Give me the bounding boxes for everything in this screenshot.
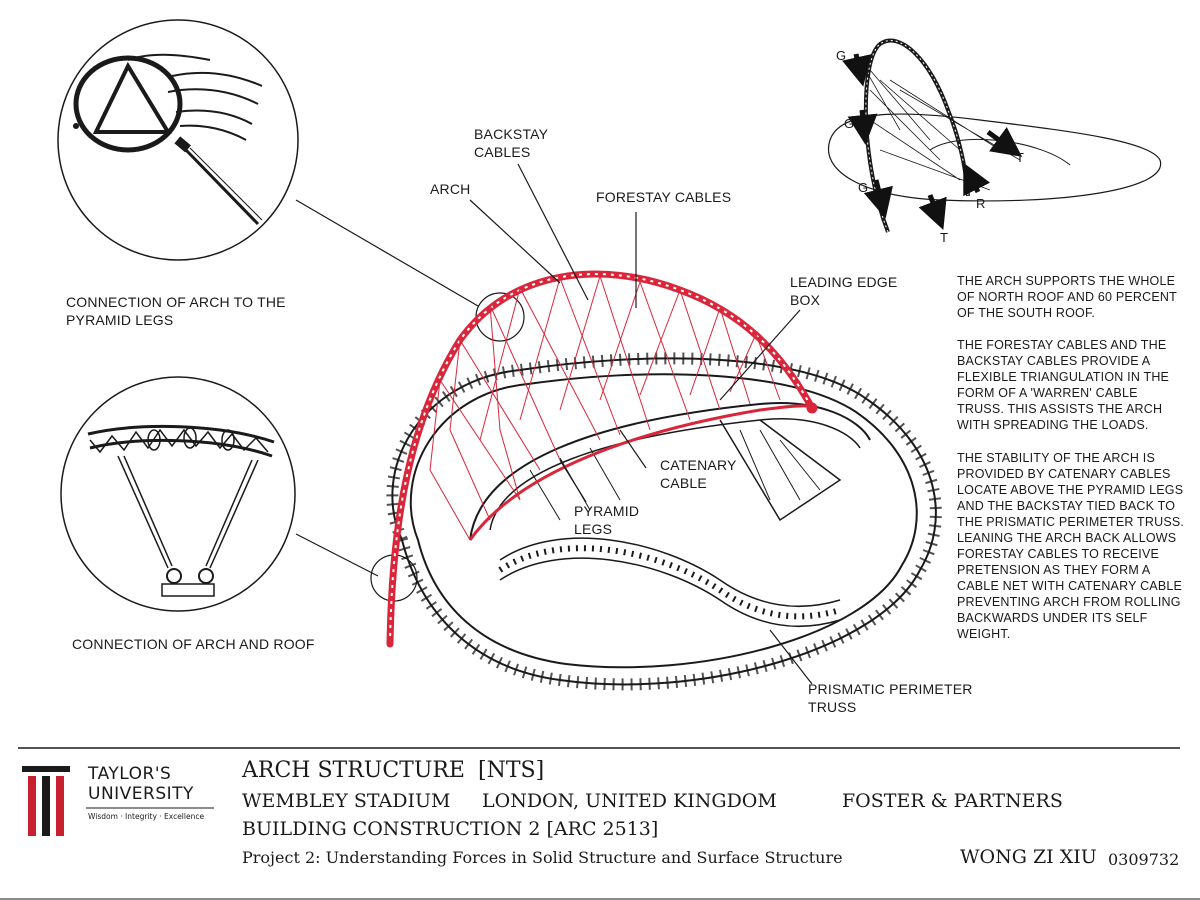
label-catenary-cable: CATENARY CABLE	[660, 457, 737, 491]
detail-leaders	[295, 199, 525, 602]
label-connection-pyramid: CONNECTION OF ARCH TO THE PYRAMID LEGS	[66, 294, 286, 328]
force-label-g: G	[858, 180, 869, 195]
label-forestay-cables: FORESTAY CABLES	[596, 189, 732, 205]
force-label-r: R	[976, 196, 986, 211]
red-arch	[386, 270, 818, 648]
university-logo-mark	[22, 766, 214, 836]
project-name: WEMBLEY STADIUM	[242, 790, 451, 812]
label-prismatic-truss: PRISMATIC PERIMETER TRUSS	[808, 681, 973, 715]
student-id: 0309732	[1108, 850, 1180, 869]
label-leading-edge-box: LEADING EDGE BOX	[790, 274, 898, 308]
logo-name-line2: UNIVERSITY	[88, 784, 194, 804]
label-pyramid-legs: PYRAMID LEGS	[574, 503, 640, 537]
force-label-g: G	[844, 116, 855, 131]
label-leaders	[469, 163, 813, 685]
project-description: Project 2: Understanding Forces in Solid…	[242, 848, 843, 867]
course-name: BUILDING CONSTRUCTION 2 [ARC 2513]	[242, 818, 659, 840]
force-label-t: T	[1016, 150, 1024, 165]
label-arch: ARCH	[430, 181, 471, 197]
project-location: LONDON, UNITED KINGDOM	[482, 790, 777, 812]
title-block-lines	[0, 747, 1200, 900]
detail-circle-arch-pyramid	[57, 19, 299, 261]
architect-name: FOSTER & PARTNERS	[842, 790, 1063, 812]
label-connection-roof: CONNECTION OF ARCH AND ROOF	[72, 636, 315, 652]
sheet-scale: [NTS]	[478, 758, 545, 783]
label-backstay-cables: BACKSTAY CABLES	[474, 126, 549, 160]
logo-tagline: Wisdom · Integrity · Excellence	[88, 812, 205, 821]
inner-roof-truss	[469, 402, 871, 628]
detail-circle-arch-roof	[60, 376, 296, 612]
force-label-t: T	[940, 230, 948, 245]
note-cable-triangulation: THE FORESTAY CABLES AND THE BACKSTAY CAB…	[957, 338, 1170, 432]
note-arch-support: THE ARCH SUPPORTS THE WHOLE OF NORTH ROO…	[957, 274, 1177, 320]
logo-name-line1: TAYLOR'S	[88, 764, 172, 784]
student-name: WONG ZI XIU	[960, 846, 1097, 868]
force-label-g: G	[836, 48, 847, 63]
sheet-title: ARCH STRUCTURE	[242, 758, 465, 783]
perimeter-truss	[386, 352, 942, 691]
force-arrows	[842, 53, 1023, 231]
note-arch-stability: THE STABILITY OF THE ARCH IS PROVIDED BY…	[957, 451, 1185, 641]
